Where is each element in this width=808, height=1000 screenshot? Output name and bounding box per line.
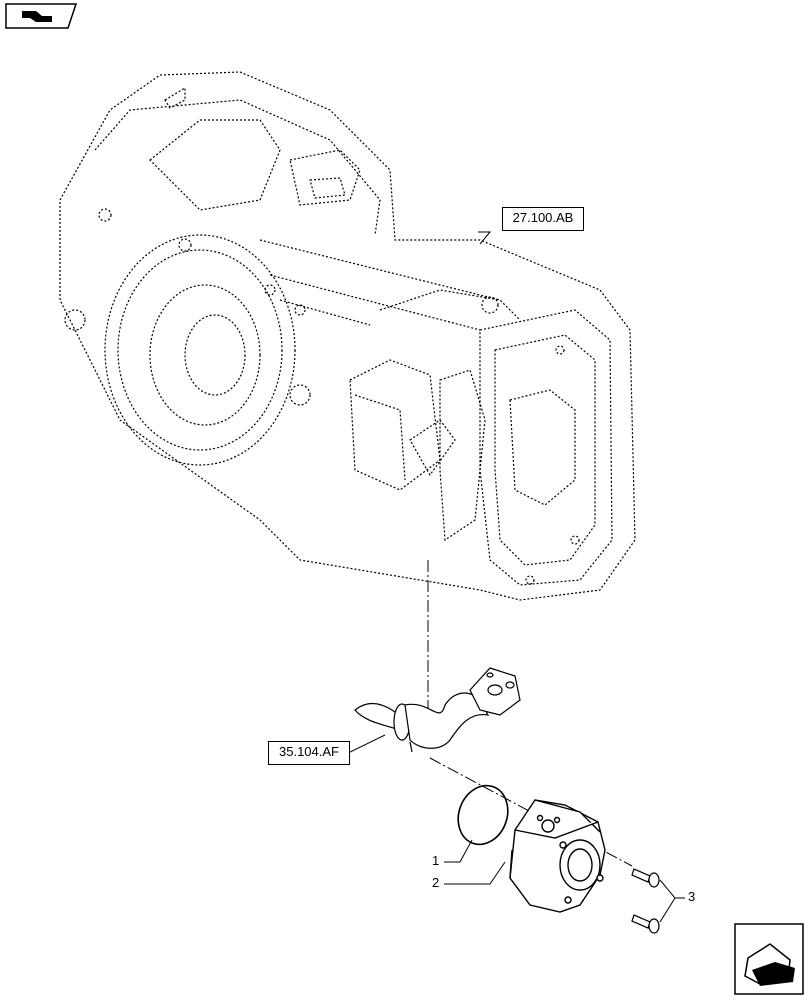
hydraulic-pump — [509, 799, 606, 913]
next-page-arrow-icon[interactable] — [734, 923, 804, 995]
transmission-housing — [59, 71, 636, 601]
reference-label-hose[interactable]: 35.104.AF — [268, 741, 350, 765]
callout-item-1: 1 — [432, 853, 440, 868]
leader-lines — [268, 231, 685, 923]
reference-label-transmission[interactable]: 27.100.AB — [502, 207, 584, 231]
suction-hose — [354, 667, 521, 753]
return-arrow-icon[interactable] — [5, 3, 78, 29]
mounting-bolts — [631, 868, 660, 934]
callout-item-2: 2 — [432, 875, 440, 890]
callout-item-3: 3 — [688, 889, 696, 904]
o-ring — [457, 784, 509, 846]
